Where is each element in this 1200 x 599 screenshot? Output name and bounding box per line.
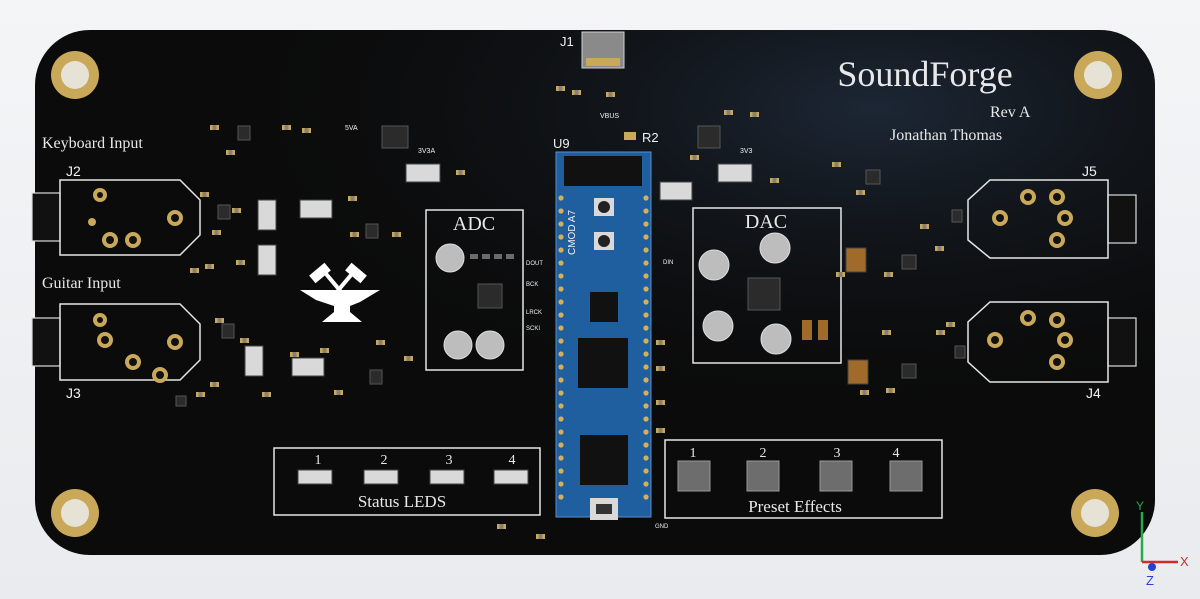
svg-text:1: 1 — [690, 446, 697, 461]
svg-text:2: 2 — [381, 453, 388, 468]
usb-connector-j1: J1 — [560, 31, 625, 69]
svg-text:4: 4 — [893, 446, 900, 461]
j3-label: J3 — [66, 385, 81, 401]
status-leds-block: 1 2 3 4 Status LEDS — [273, 447, 541, 516]
svg-text:5VA: 5VA — [345, 125, 358, 132]
left-regulator-section — [175, 125, 441, 407]
svg-text:3V3A: 3V3A — [418, 148, 435, 155]
svg-text:1: 1 — [315, 453, 322, 468]
module-pin-rows — [558, 195, 649, 500]
svg-text:VBUS: VBUS — [600, 113, 619, 120]
right-regulator-section — [659, 125, 966, 385]
adc-block: ADC — [425, 209, 524, 371]
svg-text:3: 3 — [834, 446, 841, 461]
svg-text:GND: GND — [655, 524, 669, 530]
svg-text:ADC: ADC — [453, 213, 495, 235]
svg-text:2: 2 — [760, 446, 767, 461]
preset-effects-block: 1 2 3 4 Preset Effects — [664, 439, 943, 519]
audio-jack-j5 — [967, 179, 1137, 259]
svg-text:CMOD A7: CMOD A7 — [567, 210, 578, 255]
audio-jack-j4 — [967, 301, 1137, 383]
j2-label: J2 — [66, 163, 81, 179]
j5-label: J5 — [1082, 163, 1097, 179]
svg-text:DOUT: DOUT — [526, 261, 543, 267]
dac-block: DAC — [692, 207, 842, 364]
svg-text:LRCK: LRCK — [526, 310, 542, 316]
mounting-holes — [51, 51, 1122, 537]
status-leds-title: Status LEDS — [358, 492, 446, 511]
u9-label: U9 — [553, 136, 570, 151]
audio-jack-j3 — [31, 303, 201, 383]
svg-text:DIN: DIN — [663, 260, 673, 266]
svg-text:J1: J1 — [560, 34, 574, 49]
svg-text:X: X — [1180, 554, 1189, 569]
svg-text:3: 3 — [446, 453, 453, 468]
board-author: Jonathan Thomas — [890, 127, 1002, 144]
board-revision: Rev A — [990, 104, 1031, 121]
anvil-logo — [300, 262, 380, 322]
keyboard-input-label: Keyboard Input — [42, 135, 143, 152]
svg-text:DAC: DAC — [745, 211, 787, 233]
board-title: SoundForge — [837, 54, 1012, 94]
svg-text:Z: Z — [1146, 573, 1154, 588]
axis-indicator: Y X Z — [1136, 499, 1189, 588]
svg-text:BCK: BCK — [526, 282, 538, 288]
svg-text:4: 4 — [509, 453, 516, 468]
power-labels: 3V3A 3V3 5VA VBUS — [345, 113, 753, 155]
fpga-module: U9 R2 CMOD A7 — [553, 130, 659, 520]
preset-effects-title: Preset Effects — [748, 497, 842, 516]
audio-jack-j2 — [31, 179, 201, 256]
r2-label: R2 — [642, 130, 659, 145]
j4-label: J4 — [1086, 385, 1101, 401]
module-pin-labels: DOUT BCK LRCK SCKI DIN GND — [526, 260, 673, 530]
guitar-input-label: Guitar Input — [42, 275, 121, 292]
passive-components — [190, 86, 955, 539]
svg-text:3V3: 3V3 — [740, 148, 753, 155]
svg-text:SCKI: SCKI — [526, 326, 540, 332]
svg-text:Y: Y — [1136, 499, 1144, 513]
